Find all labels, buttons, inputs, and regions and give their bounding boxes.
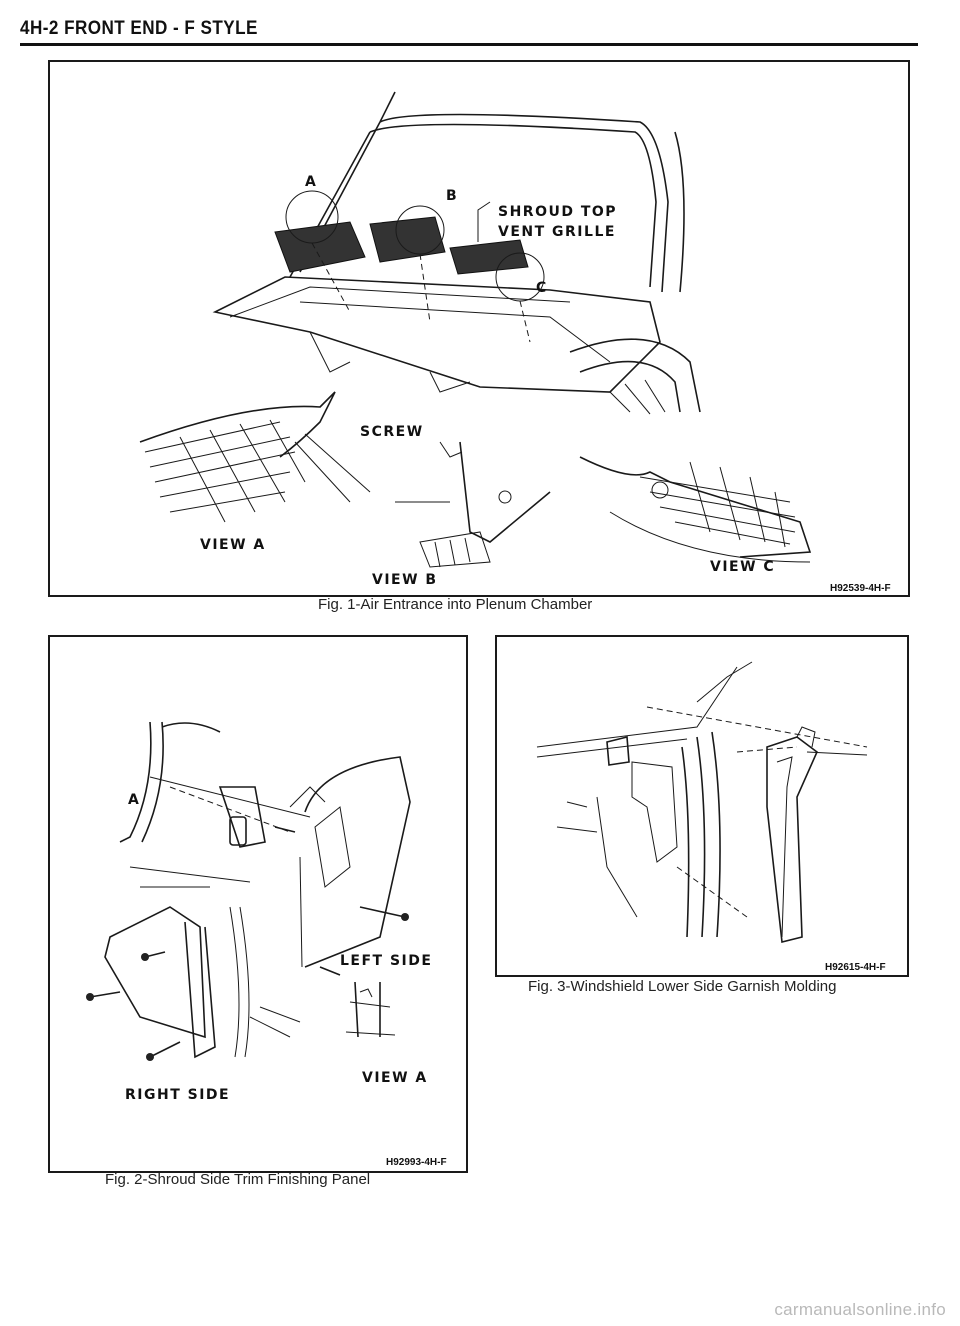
view-b-drawing	[395, 441, 551, 568]
figure-3-frame: H92615-4H-F	[495, 635, 909, 977]
figure-1-caption: Fig. 1-Air Entrance into Plenum Chamber	[318, 596, 593, 613]
figure-3-illustration	[536, 661, 868, 943]
grille-right	[449, 239, 529, 275]
header-rule	[20, 43, 918, 46]
grille-left	[274, 221, 366, 273]
figure-2-illustration	[86, 721, 411, 1061]
callout-a: A	[305, 174, 318, 190]
figure-3-caption: Fig. 3-Windshield Lower Side Garnish Mol…	[528, 978, 837, 995]
figure-2-code: H92993-4H-F	[386, 1157, 447, 1168]
callout-b: B	[446, 188, 459, 204]
figure-2-frame: A LEFT SIDE VIEW A RIGHT SIDE H92993-4H-…	[48, 635, 468, 1173]
label-right-side: RIGHT SIDE	[125, 1087, 231, 1103]
label-view-b: VIEW B	[372, 572, 438, 588]
footer-watermark: carmanualsonline.info	[774, 1300, 946, 1319]
label-left-side: LEFT SIDE	[340, 953, 433, 969]
figure-1-frame: A B C SHROUD TOP VENT GRILLE SCREW VIEW …	[48, 60, 910, 597]
label-fig2-view-a: VIEW A	[362, 1070, 428, 1086]
figure-1-code: H92539-4H-F	[830, 583, 891, 594]
label-view-a: VIEW A	[200, 537, 266, 553]
view-c-drawing	[579, 456, 812, 563]
figure-2-caption: Fig. 2-Shroud Side Trim Finishing Panel	[105, 1171, 371, 1188]
page-header-title: 4H-2 FRONT END - F STYLE	[20, 18, 258, 39]
grille-center	[369, 216, 446, 263]
label-view-c: VIEW C	[710, 559, 776, 575]
view-a-drawing	[139, 391, 371, 523]
label-screw: SCREW	[360, 424, 424, 440]
label-grille-line2: VENT GRILLE	[498, 224, 616, 240]
callout-fig2-a: A	[128, 792, 141, 808]
label-grille-line1: SHROUD TOP	[498, 204, 618, 220]
callout-c: C	[536, 280, 548, 296]
figure-1-illustration	[139, 91, 812, 568]
figure-3-code: H92615-4H-F	[825, 962, 886, 973]
